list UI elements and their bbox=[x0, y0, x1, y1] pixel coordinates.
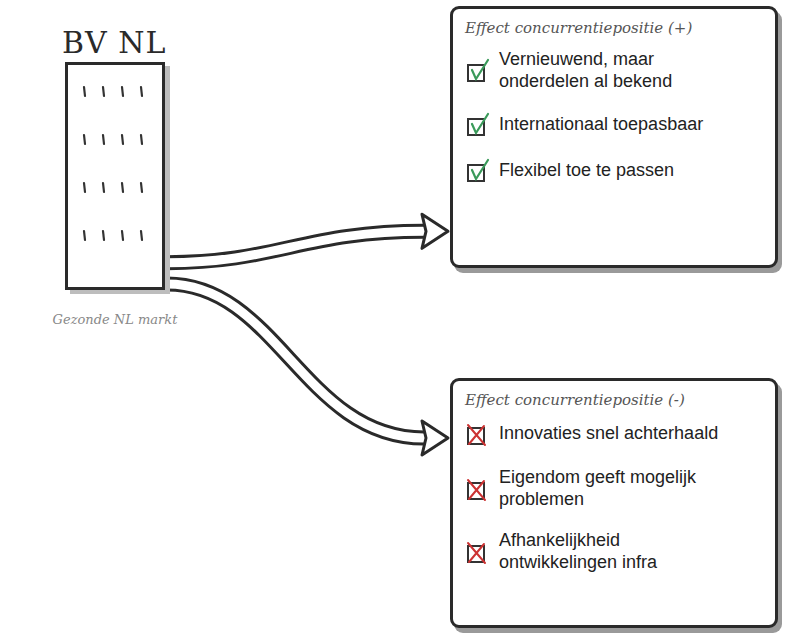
window bbox=[84, 87, 85, 96]
cross-mark bbox=[468, 480, 485, 500]
cross-box-icon bbox=[465, 421, 491, 447]
checklist-item: Innovaties snel achterhaald bbox=[465, 421, 763, 447]
window bbox=[103, 183, 104, 192]
checklist-item: Flexibel toe te passen bbox=[465, 158, 763, 184]
window bbox=[141, 87, 142, 96]
window bbox=[141, 231, 142, 240]
item-text: Eigendom geeft mogelijk problemen bbox=[499, 467, 729, 510]
item-text: Flexibel toe te passen bbox=[499, 160, 674, 182]
window bbox=[84, 135, 85, 144]
cross-box-icon bbox=[465, 539, 491, 565]
arrow-head bbox=[422, 214, 448, 248]
window bbox=[122, 87, 123, 96]
hollow-arrow bbox=[167, 284, 448, 455]
caption-label: Gezonde NL markt bbox=[53, 312, 178, 327]
effect-panel: Effect concurrentiepositie (+) Vernieuwen… bbox=[450, 6, 778, 268]
check-box-icon bbox=[465, 112, 491, 138]
arrow-outline bbox=[167, 231, 424, 262]
effect-panel: Effect concurrentiepositie (-) Innovaties… bbox=[450, 378, 778, 628]
panel-heading: Effect concurrentiepositie (+) bbox=[465, 19, 763, 37]
check-mark bbox=[472, 160, 488, 179]
arrow-head bbox=[422, 421, 448, 455]
window bbox=[122, 231, 123, 240]
checklist-item: Eigendom geeft mogelijk problemen bbox=[465, 467, 763, 510]
item-text: Innovaties snel achterhaald bbox=[499, 423, 718, 445]
window bbox=[103, 231, 104, 240]
window bbox=[84, 183, 85, 192]
window bbox=[84, 231, 85, 240]
cross-box-icon bbox=[465, 476, 491, 502]
window bbox=[103, 87, 104, 96]
window bbox=[103, 135, 104, 144]
building-node: BV NL bbox=[65, 62, 165, 290]
arrow-fill bbox=[167, 284, 424, 438]
panel-heading: Effect concurrentiepositie (-) bbox=[465, 391, 763, 409]
window bbox=[122, 183, 123, 192]
check-box-icon bbox=[465, 58, 491, 84]
check-box-icon bbox=[465, 158, 491, 184]
checklist-item: Afhankelijkheid ontwikkelingen infra bbox=[465, 530, 763, 573]
item-text: Afhankelijkheid ontwikkelingen infra bbox=[499, 530, 729, 573]
item-text: Vernieuwend, maar onderdelen al bekend bbox=[499, 49, 729, 92]
window bbox=[141, 135, 142, 144]
arrow-outline bbox=[167, 284, 424, 438]
check-mark bbox=[472, 60, 488, 79]
window bbox=[141, 183, 142, 192]
checklist-item: Vernieuwend, maar onderdelen al bekend bbox=[465, 49, 763, 92]
cross-mark bbox=[468, 425, 485, 445]
building-windows bbox=[68, 65, 162, 287]
building-heading: BV NL bbox=[62, 25, 166, 60]
window bbox=[122, 135, 123, 144]
checklist-item: Internationaal toepasbaar bbox=[465, 112, 763, 138]
hollow-arrow bbox=[167, 214, 448, 262]
check-mark bbox=[472, 114, 488, 133]
arrow-fill bbox=[167, 231, 424, 262]
item-text: Internationaal toepasbaar bbox=[499, 114, 703, 136]
cross-mark bbox=[468, 543, 485, 563]
